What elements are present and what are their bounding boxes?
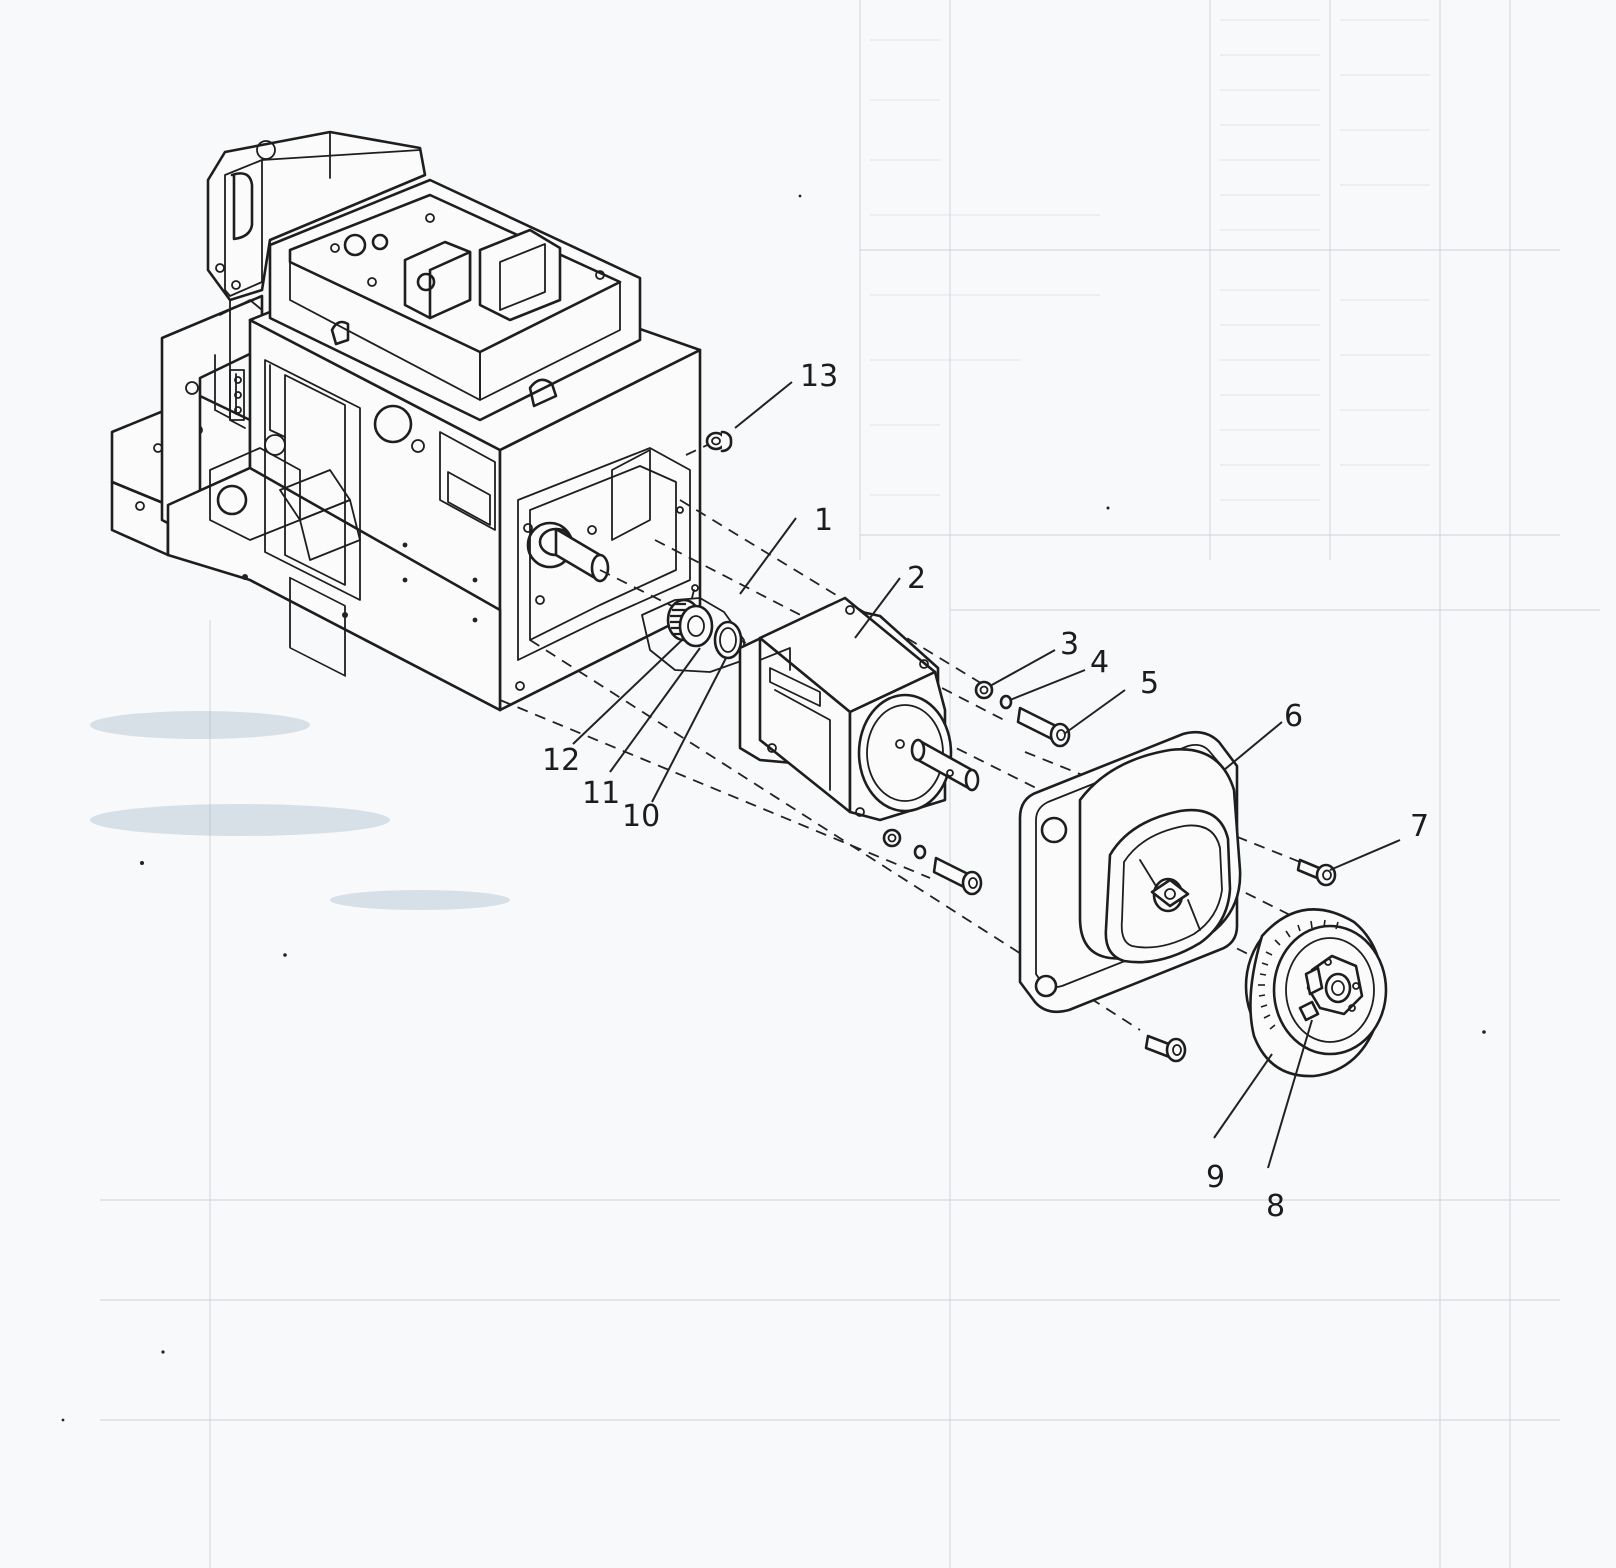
machine-head-body [110,130,702,712]
part-7-screw [1296,858,1337,887]
part-9-handwheel [1244,908,1388,1078]
callout-8: 8 [1266,1189,1285,1224]
part-5-screw [1016,706,1071,748]
callout-4: 4 [1090,645,1109,680]
scan-specks [61,194,1486,1422]
callout-13: 13 [800,359,838,394]
callout-3: 3 [1060,627,1079,662]
part-12-coupling [641,584,745,673]
callout-7: 7 [1410,809,1429,844]
callout-9: 9 [1206,1160,1225,1195]
callout-5: 5 [1140,666,1159,701]
part-2-stepper-motor [738,596,980,822]
part-10-ring [713,620,743,660]
callout-11: 11 [582,776,620,811]
callout-leaders [572,381,1401,1169]
callout-10: 10 [622,799,660,834]
part-8-set-screw [1298,966,1324,1022]
part-13-nut [705,430,733,453]
callout-2: 2 [907,561,926,596]
part-4-lock-washer [999,694,1013,710]
callout-labels: 13 1 2 3 4 5 6 7 8 9 10 11 12 [542,359,1429,1224]
callout-6: 6 [1284,699,1303,734]
part-6-housing [1018,730,1242,1014]
callout-1: 1 [814,503,833,538]
lower-washer-set [882,828,983,896]
housing-lower-screw [1144,1034,1187,1063]
callout-12: 12 [542,743,580,778]
part-3-washer [974,680,994,700]
bleed-through-background [90,0,1600,1568]
